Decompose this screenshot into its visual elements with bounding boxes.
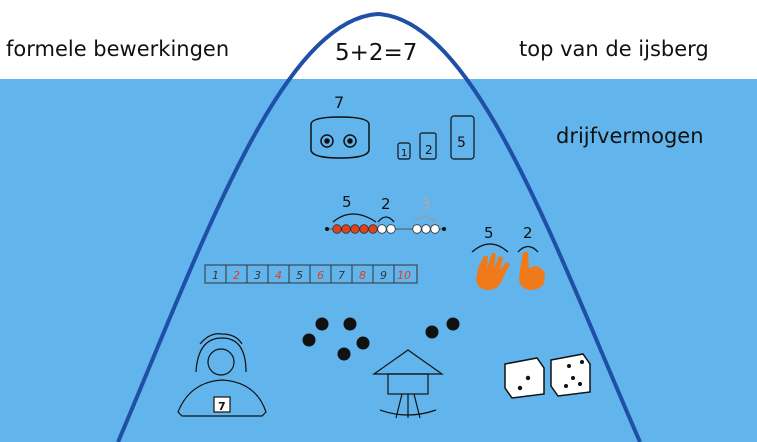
bead-string-icon: 5 2 3 (325, 193, 446, 234)
weight-1: 1 (401, 148, 407, 159)
numline-9: 9 (380, 269, 387, 282)
weight-5: 5 (457, 135, 466, 151)
numline-10: 10 (397, 269, 411, 282)
water-region (0, 79, 757, 442)
child-with-card-icon: 7 (177, 333, 267, 417)
equation-label: 5+2=7 (335, 40, 418, 66)
numline-4: 4 (275, 269, 282, 282)
buoyancy-label: drijfvermogen (556, 124, 704, 148)
bead-label-5: 5 (342, 193, 352, 211)
weights-icon: 1 2 5 (397, 115, 475, 160)
number-pot-icon: 7 (310, 93, 370, 159)
number-line-icon (204, 264, 418, 284)
numline-5: 5 (296, 269, 303, 282)
formal-operations-label: formele bewerkingen (6, 37, 230, 61)
bead-label-3: 3 (421, 195, 431, 213)
hands-icon: 5 2 (471, 224, 545, 290)
weight-2: 2 (425, 143, 433, 157)
pot-number: 7 (334, 93, 344, 112)
iceberg-curve (116, 11, 642, 442)
tip-of-iceberg-label: top van de ijsberg (519, 37, 709, 61)
hand-label-2: 2 (523, 224, 533, 242)
dot-pattern-icon (302, 317, 460, 361)
numline-6: 6 (317, 269, 324, 282)
numline-8: 8 (359, 269, 366, 282)
numline-3: 3 (254, 269, 261, 282)
numline-7: 7 (338, 269, 345, 282)
bead-label-2: 2 (381, 195, 391, 213)
hand-label-5: 5 (484, 224, 494, 242)
numline-1: 1 (212, 269, 219, 282)
numline-2: 2 (233, 269, 240, 282)
card-number: 7 (218, 400, 226, 413)
birdhouse-icon (372, 349, 444, 419)
dice-icon (504, 353, 591, 399)
